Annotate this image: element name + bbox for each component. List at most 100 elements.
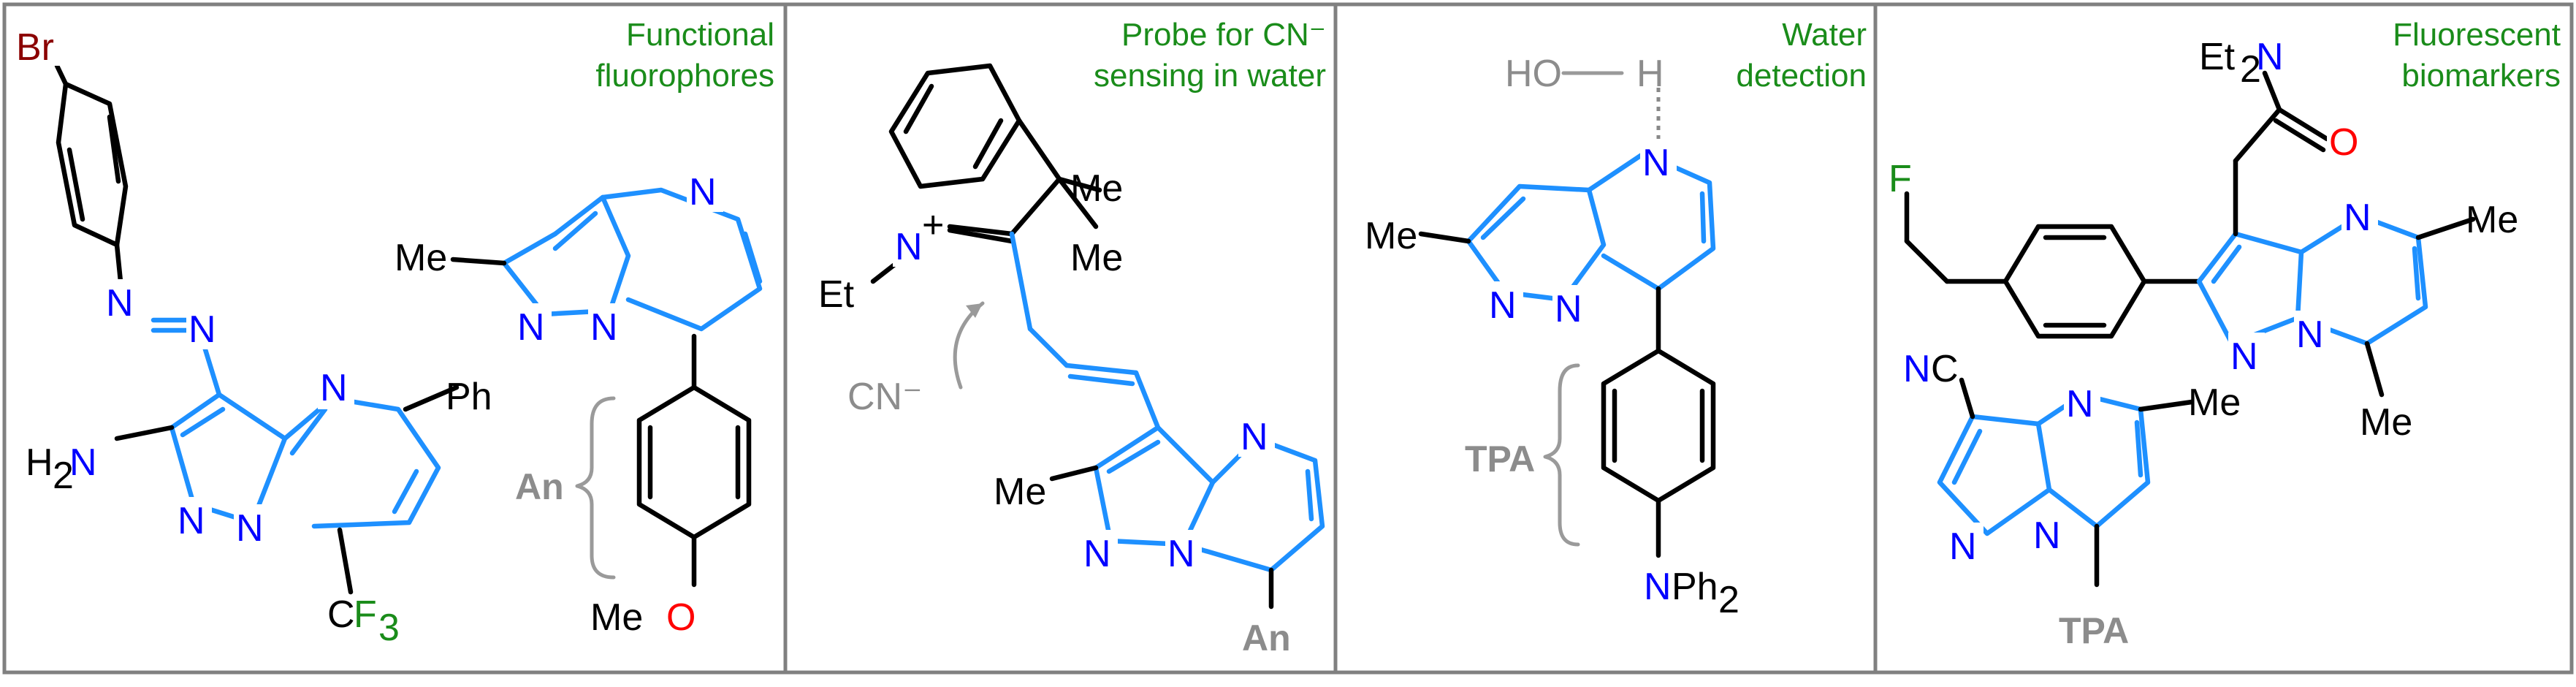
probe-pyrazole-ring [1093, 425, 1216, 547]
pyrimidine-n-label: N [320, 367, 348, 409]
amide-o-label: O [2329, 121, 2358, 164]
ph-bond [403, 384, 460, 412]
amide-c-bond [2233, 107, 2282, 164]
tpa-brace [1543, 363, 1580, 547]
cf3-c-label: C [327, 593, 355, 636]
probe-me2-label: Me [1070, 237, 1123, 279]
probe-pyrimidine-inner [1305, 468, 1314, 522]
panel-cn-probe: Probe for CN⁻ sensing in water Me [818, 17, 1326, 658]
amide-n-label: N [2256, 36, 2284, 78]
me1-bond [1056, 176, 1102, 193]
aryl-n-bond [114, 242, 123, 284]
cyanide-label: CN⁻ [847, 376, 923, 418]
cf3-bond [337, 527, 354, 595]
nitrile-c-label: C [1931, 348, 1959, 390]
panel1-tag-line2: fluorophores [595, 58, 774, 94]
pyrimidine-inner-double [392, 468, 419, 515]
azo-to-c3-bond [202, 344, 222, 398]
right1-pyrazole-n1-label: N [517, 306, 545, 349]
fluoro-f-label: F [1889, 158, 1912, 200]
et-label: Et [818, 273, 855, 316]
bio-me2-bond [2364, 341, 2385, 398]
water-pyrimidine-inner [1699, 191, 1707, 244]
figure-frame [2, 2, 2574, 675]
methoxyphenyl-ring [636, 384, 752, 540]
nitrile-bond [1959, 377, 1975, 420]
tpa-ph-subscript: 2 [1718, 579, 1739, 621]
tpa2-pyrimidine-inner [2134, 420, 2144, 478]
panel3-tag-line2: detection [1736, 58, 1867, 94]
azo-n1-label: N [106, 282, 134, 324]
nitrile-n-label: N [1903, 348, 1931, 390]
right1-me-label: Me [395, 237, 447, 279]
right1-me-bond [450, 257, 507, 266]
methoxyphenyl-pyrazolopyrimidine-structure [450, 187, 763, 588]
probe-an-label: An [1242, 618, 1291, 658]
bio-me1-label: Me [2466, 199, 2518, 241]
panel4-tag-line1: Fluorescent [2393, 17, 2561, 53]
panel4-tag-line2: biomarkers [2401, 58, 2561, 94]
bromophenyl-inner-bond-1 [66, 147, 85, 222]
br-label: Br [16, 26, 54, 69]
probe-pyrimidine-n-label: N [1241, 416, 1268, 458]
fluoroethyl-bond-2 [1904, 238, 1950, 284]
water-pyrimidine-n-label: N [1642, 142, 1670, 184]
right1-pyrazole-inner [552, 210, 598, 251]
indole-benzene-inner-1 [903, 83, 934, 134]
bromophenyl-inner-bond-2 [107, 114, 121, 184]
bio-pyrazole-n1-label: N [2230, 335, 2258, 378]
probe-pyrazole-n2-label: N [1167, 533, 1195, 575]
bio-pyrimidine-inner [2412, 246, 2421, 301]
carbonyl-a [2276, 107, 2330, 142]
pyrimidine-ring [282, 395, 441, 529]
panel-fluorescent-biomarkers: Fluorescent biomarkers [1889, 17, 2561, 651]
pyrazole-n2-label: N [236, 507, 264, 550]
tpa2-me-bond [2138, 399, 2195, 412]
vinyl-bond-2 [1027, 326, 1070, 368]
water-me-bond [1418, 231, 1471, 244]
pyrazole-n1-label: N [178, 500, 205, 542]
tpa-phenyl-ring [1601, 348, 1716, 504]
water-h-label: H [1636, 53, 1664, 95]
bio-pyrazole-ring [2196, 231, 2304, 346]
water-pyrazole-n2-label: N [1555, 288, 1582, 330]
tpa2-pyrazole-n1-label: N [1949, 525, 1977, 568]
tpa2-pyrazole-ring [1937, 414, 2052, 536]
tpa2-pyrimidine-n-label: N [2066, 383, 2094, 425]
azo-n2-label: N [188, 308, 216, 351]
tpa2-me-label: Me [2188, 382, 2241, 424]
fluoroethylphenyl-biomarker-structure [1904, 70, 2476, 588]
vinyl-double-a [1064, 363, 1139, 376]
indole-benzene-ring [888, 63, 1022, 189]
cf3-f-label: F [354, 593, 377, 636]
carbonyl-b [2273, 118, 2326, 153]
et2-label: Et [2199, 36, 2236, 78]
tpa-ph-label: Ph [1672, 566, 1718, 608]
amide-n-bond [2262, 70, 2282, 113]
water-me-label: Me [1365, 215, 1417, 257]
cn-attack-arrow [953, 301, 985, 390]
probe-pyrazole-n1-label: N [1083, 533, 1111, 575]
indole-benzene-inner-2 [972, 118, 1004, 170]
panel-water-detection: Water detection HO H N Me N N TPA N Ph [1365, 17, 1867, 621]
panel1-tag-line1: Functional [626, 17, 774, 53]
vinyl-bond-3 [1133, 370, 1161, 430]
methoxy-o-label: O [666, 596, 696, 639]
probe-me-label: Me [994, 471, 1046, 513]
bio-pyrazole-n2-label: N [2296, 314, 2324, 356]
vinyl-bond-1 [1009, 231, 1033, 332]
tpa2-pyrazole-inner [1951, 428, 1983, 485]
amine-h-subscript: 2 [53, 455, 74, 497]
tpa-n-label: N [1644, 566, 1672, 608]
tpa2-pyrazole-n2-label: N [2033, 515, 2061, 557]
indolium-n-label: N [895, 226, 923, 268]
fluoroethyl-phenyl-ring [2003, 224, 2147, 339]
methoxy-me-label: Me [590, 596, 643, 639]
panel-functional-fluorophores: Functional fluorophores Br N [16, 17, 774, 649]
indolium-double-bond [947, 227, 1015, 244]
an-label: An [515, 466, 564, 507]
water-pyrazole-inner [1480, 196, 1526, 240]
an-brace [575, 396, 616, 580]
indole-five-ring [947, 118, 1062, 237]
water-pyrimidine-ring [1586, 151, 1716, 292]
